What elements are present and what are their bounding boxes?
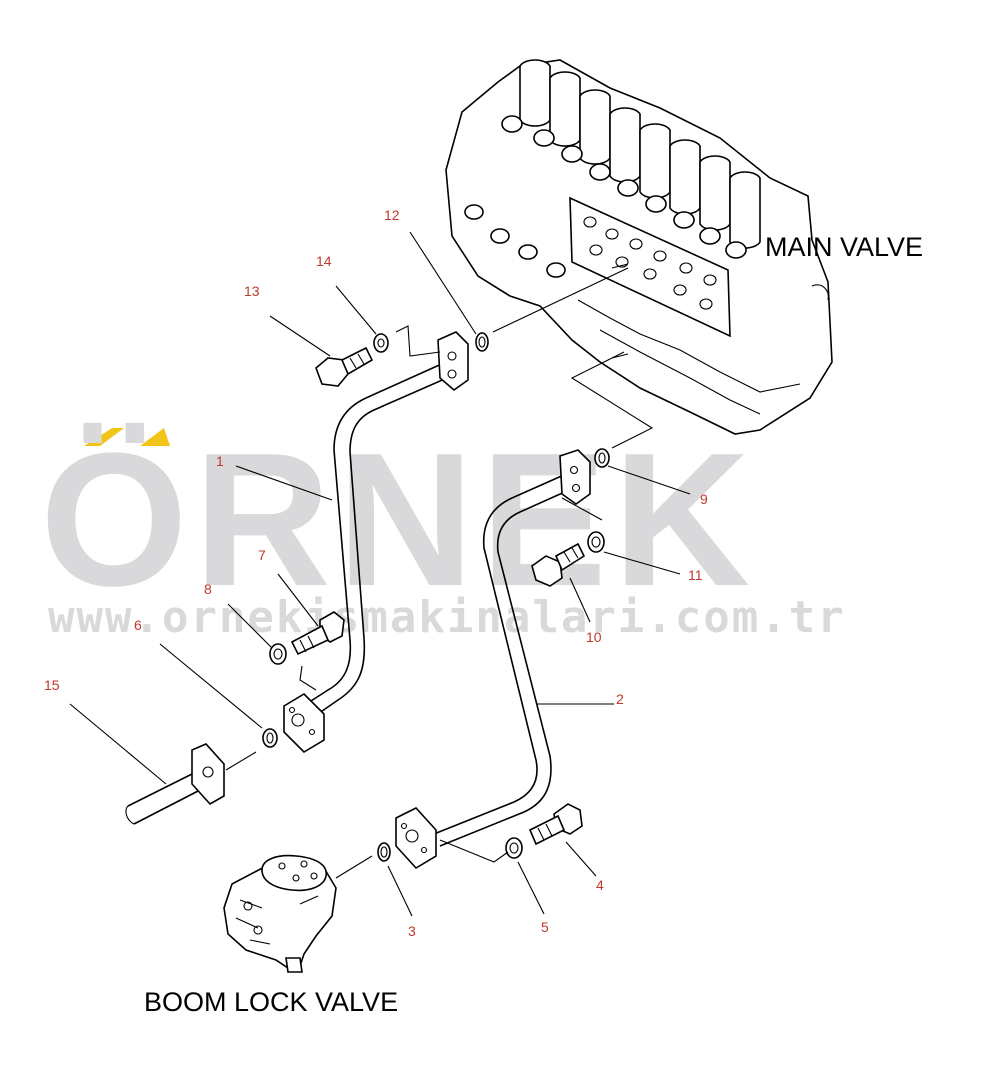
bolt-10 xyxy=(531,542,586,587)
callout-15: 15 xyxy=(44,677,60,693)
valve-face-details xyxy=(583,216,717,310)
main-valve-label: MAIN VALVE xyxy=(765,232,923,262)
bolt-7 xyxy=(290,611,345,656)
leader-flange-1-upper xyxy=(395,325,441,357)
callout-13: 13 xyxy=(244,283,260,299)
callout-4: 4 xyxy=(596,877,604,893)
watermark-brand: ÖRNEK xyxy=(40,414,756,626)
leader-tube15-flange xyxy=(225,751,257,771)
callout-8: 8 xyxy=(204,581,212,597)
callout-5: 5 xyxy=(541,919,549,935)
watermark-accent-left xyxy=(84,428,124,446)
callout-12: 12 xyxy=(384,207,400,223)
main-valve-drawing xyxy=(445,59,833,435)
bolt-13 xyxy=(315,346,374,387)
boom-lock-valve-label: BOOM LOCK VALVE xyxy=(144,987,398,1017)
callout-9: 9 xyxy=(700,491,708,507)
callout-10: 10 xyxy=(586,629,602,645)
callout-7: 7 xyxy=(258,547,266,563)
tube-2 xyxy=(395,449,591,870)
leader-flange-1-lower xyxy=(299,665,317,691)
valve-ports xyxy=(464,115,747,278)
o-ring-3 xyxy=(377,842,391,862)
boom-lock-valve-drawing xyxy=(223,854,337,973)
callouts: 1 2 3 4 5 6 7 8 9 10 11 12 13 14 15 xyxy=(44,207,708,939)
tube-1 xyxy=(283,331,469,754)
callout-3: 3 xyxy=(408,923,416,939)
o-ring-12 xyxy=(475,332,489,352)
callout-11: 11 xyxy=(688,567,703,583)
watermark-accent-right xyxy=(140,428,170,446)
leader-main-valve-port-lower xyxy=(570,351,654,449)
o-ring-9 xyxy=(594,448,610,468)
leader-main-valve-port-upper xyxy=(492,267,629,333)
washer-8 xyxy=(269,643,287,665)
callout-1: 1 xyxy=(216,453,224,469)
leader-boom-lock-port xyxy=(335,855,373,879)
callout-6: 6 xyxy=(134,617,142,633)
callout-leaders xyxy=(69,231,691,917)
valve-spools xyxy=(519,59,761,249)
o-ring-6 xyxy=(262,728,278,748)
washer-14 xyxy=(373,333,389,353)
washer-11 xyxy=(587,531,605,553)
callout-14: 14 xyxy=(316,253,332,269)
watermark: ÖRNEK www.ornekismakinalari.com.tr xyxy=(40,414,846,643)
callout-2: 2 xyxy=(616,691,624,707)
washer-5 xyxy=(505,837,523,859)
leader-flange-2-upper xyxy=(561,497,603,521)
leader-flange-2-lower xyxy=(439,839,509,863)
watermark-url: www.ornekismakinalari.com.tr xyxy=(48,592,846,643)
tube-15 xyxy=(125,743,225,825)
bolt-4 xyxy=(528,803,583,846)
